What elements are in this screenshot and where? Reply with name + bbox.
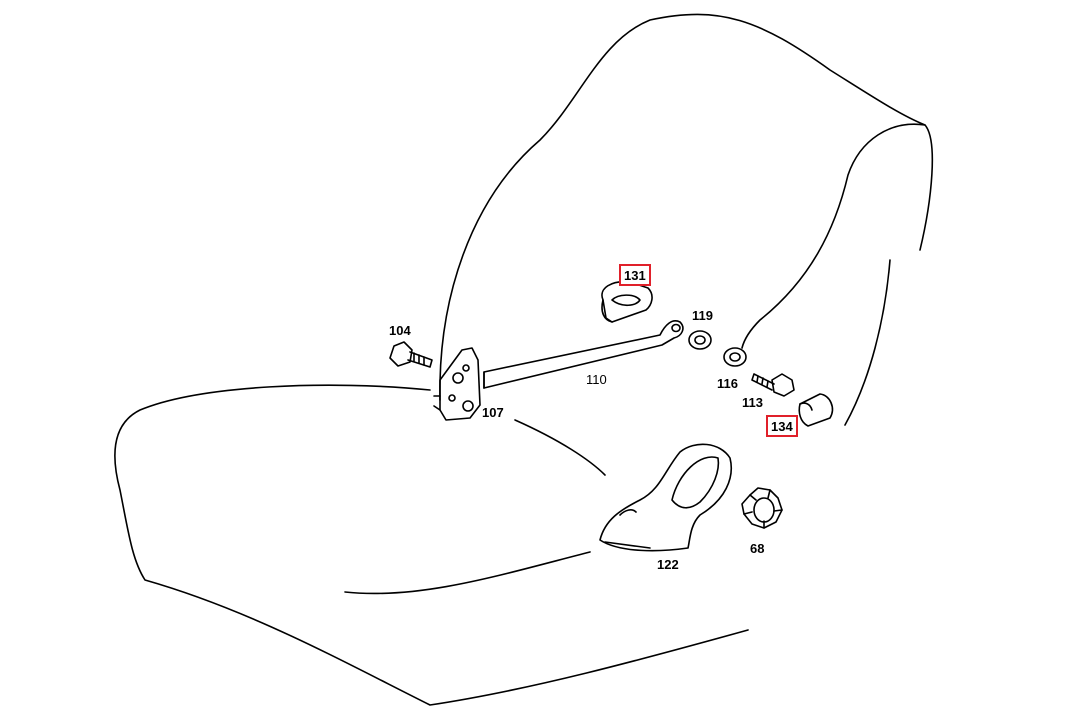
part-label-122: 122 xyxy=(657,557,679,572)
seat-cushion-front-edge xyxy=(344,551,591,595)
part-label-68: 68 xyxy=(750,541,765,556)
part-113-bolt xyxy=(751,373,795,397)
part-116-washer xyxy=(723,347,747,367)
part-131-cover xyxy=(601,280,653,323)
part-119-washer xyxy=(688,330,712,350)
seat-backrest-outline xyxy=(439,13,934,401)
seat-backrest-rear-edge xyxy=(844,259,891,426)
part-label-113: 113 xyxy=(742,395,763,410)
part-label-134: 134 xyxy=(766,415,798,437)
part-104-bolt xyxy=(389,341,433,368)
part-122-handle xyxy=(599,443,732,552)
part-107-bracket xyxy=(433,347,481,421)
part-label-107: 107 xyxy=(482,405,504,420)
seat-backrest-lower-edge xyxy=(514,419,606,476)
part-134-cap xyxy=(798,393,834,427)
part-label-131: 131 xyxy=(619,264,651,286)
part-label-119: 119 xyxy=(692,308,713,323)
part-68-knob xyxy=(741,487,783,529)
part-label-116: 116 xyxy=(717,376,738,391)
seat-backrest-side-outline xyxy=(741,123,926,349)
part-110-rod xyxy=(483,320,684,389)
part-label-110: 110 xyxy=(586,372,607,387)
part-label-104: 104 xyxy=(389,323,411,338)
seat-cushion-outline xyxy=(114,384,749,706)
